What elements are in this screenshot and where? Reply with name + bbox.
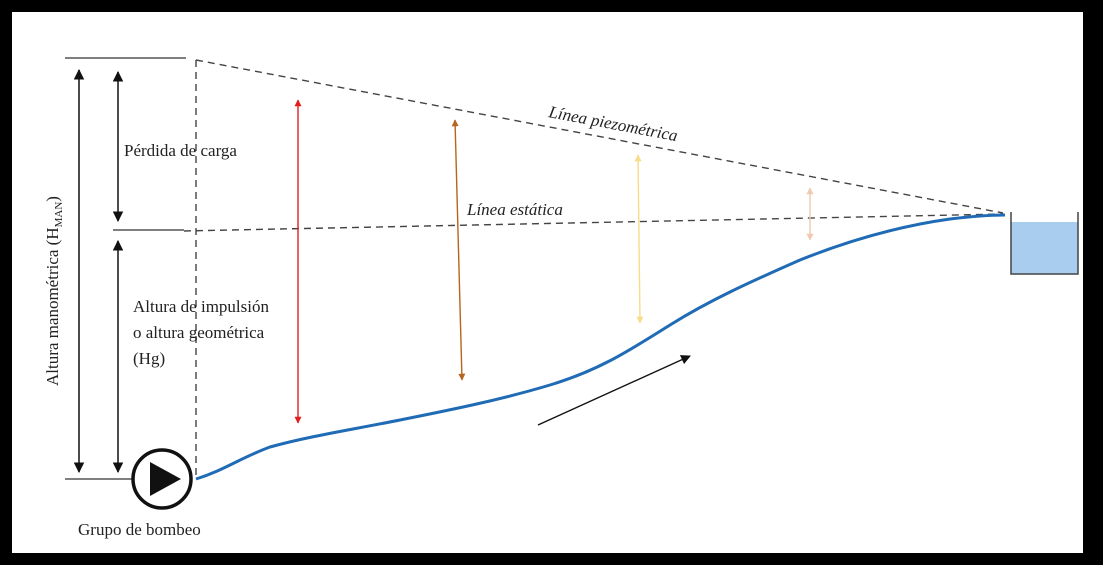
pipe-line: [195, 213, 1006, 481]
loss-arrow-yellow: [634, 154, 644, 324]
tank-outline: [1010, 212, 1079, 275]
grupo-bombeo-label: Grupo de bombeo: [78, 520, 201, 539]
pump-icon: [131, 448, 193, 510]
flow-direction-arrow: [537, 355, 691, 426]
tank-water: [1011, 222, 1078, 274]
piezometric-line: [195, 59, 1004, 214]
altura-manometrica-label: Altura manométrica (HMAN): [43, 196, 65, 386]
static-line: [183, 213, 1004, 232]
altura-manometrica-subscript: MAN: [53, 202, 65, 228]
altura-manometrica-close: ): [43, 196, 62, 202]
linea-estatica-label: Línea estática: [466, 200, 563, 219]
altura-impulsion-label-line1: Altura de impulsión: [133, 297, 269, 316]
altura-manometrica-text: Altura manométrica (H: [43, 227, 62, 386]
perdida-carga-label: Pérdida de carga: [124, 141, 237, 160]
loss-arrow-brown: [451, 119, 466, 381]
altura-impulsion-label-line3: (Hg): [133, 349, 165, 368]
altura-impulsion-label-line2: o altura geométrica: [133, 323, 265, 342]
